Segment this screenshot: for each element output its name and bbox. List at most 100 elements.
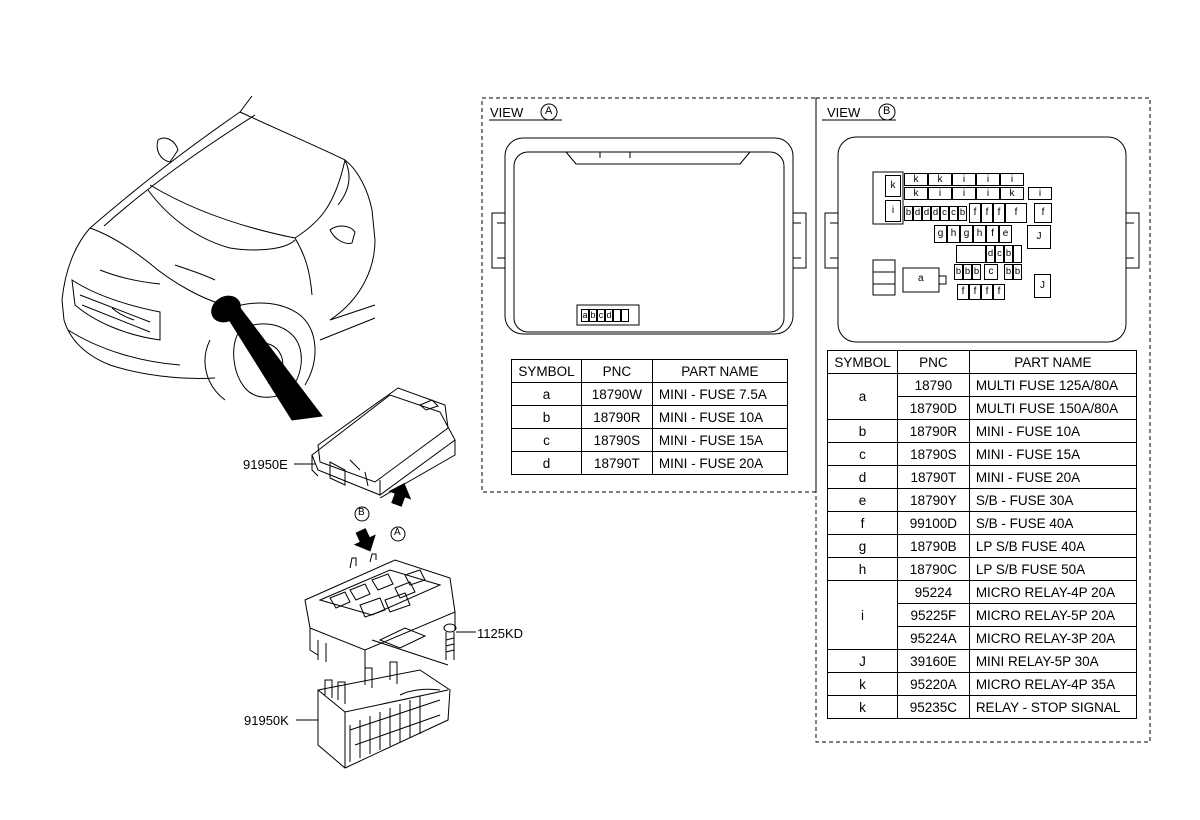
cell-pnc: 18790Y xyxy=(896,488,970,512)
table-row: g 18790B LP S/B FUSE 40A xyxy=(827,534,1138,558)
header-part-name: PART NAME xyxy=(968,350,1138,374)
table-row: b 18790R MINI - FUSE 10A xyxy=(827,419,1138,443)
fuse-slot: g xyxy=(934,225,947,243)
fuse-slot: k xyxy=(928,173,952,186)
fuse-slot: i xyxy=(952,173,976,186)
fuse-slot: b xyxy=(963,264,972,280)
cell-symbol: d xyxy=(827,465,898,489)
fuse-slot: i xyxy=(1000,173,1024,186)
table-row: f 99100D S/B - FUSE 40A xyxy=(827,511,1138,535)
cell-part-name: LP S/B FUSE 40A xyxy=(968,534,1138,558)
cell-pnc: 18790S xyxy=(580,428,653,452)
cell-pnc: 18790 xyxy=(896,373,970,397)
table-row: a 18790W MINI - FUSE 7.5A xyxy=(511,382,789,406)
fuse-slot: k xyxy=(904,173,928,186)
cell-part-name: MICRO RELAY-4P 35A xyxy=(968,672,1138,696)
view-b-parts-table: SYMBOL PNC PART NAME a 18790 MULTI FUSE … xyxy=(827,350,1138,719)
table-row: h 18790C LP S/B FUSE 50A xyxy=(827,557,1138,581)
header-pnc: PNC xyxy=(580,359,653,383)
fuse-slot: b xyxy=(1004,264,1013,280)
fuse-slot-empty xyxy=(1013,245,1022,263)
fuse-slot: h xyxy=(973,225,986,243)
fuse-slot: h xyxy=(947,225,960,243)
fuse-slot: f xyxy=(993,284,1005,300)
car-illustration xyxy=(61,95,376,421)
fuse-slot-empty xyxy=(613,309,621,322)
cell-symbol: c xyxy=(827,442,898,466)
cell-part-name: MINI - FUSE 10A xyxy=(968,419,1138,443)
fuse-slot: i xyxy=(928,187,952,200)
fuse-slot: f xyxy=(969,284,981,300)
fuse-slot: f xyxy=(969,203,981,223)
cell-symbol: k xyxy=(827,672,898,696)
table-row: b 18790R MINI - FUSE 10A xyxy=(511,405,789,429)
arrow-a-letter: A xyxy=(394,527,401,538)
view-a-parts-table: SYMBOL PNC PART NAME a 18790W MINI - FUS… xyxy=(511,359,789,475)
fuse-slot: d xyxy=(922,206,931,221)
cell-pnc: 95235C xyxy=(896,695,970,719)
header-symbol: SYMBOL xyxy=(511,359,582,383)
table-row: k 95220A MICRO RELAY-4P 35A xyxy=(827,672,1138,696)
fuse-slot: c xyxy=(940,206,949,221)
fuse-slot: i xyxy=(952,187,976,200)
cell-pnc: 18790S xyxy=(896,442,970,466)
table-row: 18790D MULTI FUSE 150A/80A xyxy=(828,396,1138,420)
cell-part-name: MINI - FUSE 15A xyxy=(651,428,789,452)
cell-symbol: c xyxy=(511,428,582,452)
cell-pnc: 95224 xyxy=(896,580,970,604)
cell-symbol: d xyxy=(511,451,582,475)
arrow-b-letter: B xyxy=(358,507,365,518)
cell-part-name: S/B - FUSE 30A xyxy=(968,488,1138,512)
cell-part-name: MINI RELAY-5P 30A xyxy=(968,649,1138,673)
relay-slot: k xyxy=(885,175,901,197)
view-b-frame xyxy=(815,97,1151,743)
relay-slot: J xyxy=(1034,274,1051,298)
fuse-slot: b xyxy=(589,309,597,322)
fuse-slot: f xyxy=(1005,203,1027,223)
fuse-slot-empty xyxy=(621,309,629,322)
table-row: d 18790T MINI - FUSE 20A xyxy=(511,451,789,475)
bolt-1125kd xyxy=(443,623,476,660)
cell-pnc: 18790R xyxy=(580,405,653,429)
fuse-slot: b xyxy=(904,206,913,221)
cell-part-name: MICRO RELAY-5P 20A xyxy=(968,603,1138,627)
fuse-slot: c xyxy=(597,309,605,322)
fuse-slot: f xyxy=(957,284,969,300)
fuse-slot: d xyxy=(605,309,613,322)
table-row: 95224A MICRO RELAY-3P 20A xyxy=(828,626,1138,650)
fuse-slot-empty xyxy=(956,245,986,263)
fuse-slot: f xyxy=(1034,203,1052,223)
header-symbol: SYMBOL xyxy=(827,350,898,374)
fuse-block-upper xyxy=(304,553,456,668)
fuse-slot: i xyxy=(1028,187,1052,200)
table-row: J 39160E MINI RELAY-5P 30A xyxy=(827,649,1138,673)
view-b-housing xyxy=(824,136,1140,343)
fuse-slot: b xyxy=(972,264,981,280)
cell-part-name: MINI - FUSE 10A xyxy=(651,405,789,429)
table-row: i 95224 MICRO RELAY-4P 20A xyxy=(827,580,1138,650)
cell-part-name: MULTI FUSE 125A/80A xyxy=(968,373,1138,397)
table-row: 95225F MICRO RELAY-5P 20A xyxy=(828,603,1138,627)
cell-symbol: h xyxy=(827,557,898,581)
cell-pnc: 95225F xyxy=(896,603,970,627)
cell-symbol: a xyxy=(827,373,898,420)
fuse-slot: f xyxy=(981,203,993,223)
table-header-row: SYMBOL PNC PART NAME xyxy=(827,350,1138,374)
fuse-slot: e xyxy=(999,225,1012,243)
fuse-slot: i xyxy=(976,187,1000,200)
fuse-slot: b xyxy=(1004,245,1013,263)
cell-symbol: g xyxy=(827,534,898,558)
cell-part-name: MICRO RELAY-4P 20A xyxy=(968,580,1138,604)
fuse-slot: d xyxy=(913,206,922,221)
cell-pnc: 18790R xyxy=(896,419,970,443)
cell-part-name: MINI - FUSE 15A xyxy=(968,442,1138,466)
cell-symbol: i xyxy=(827,580,898,650)
fuse-slot: c xyxy=(995,245,1004,263)
cell-symbol: J xyxy=(827,649,898,673)
fuse-slot: g xyxy=(960,225,973,243)
table-row: a 18790 MULTI FUSE 125A/80A xyxy=(827,373,1138,420)
table-row: k 95235C RELAY - STOP SIGNAL xyxy=(827,695,1138,719)
table-row: e 18790Y S/B - FUSE 30A xyxy=(827,488,1138,512)
fuse-slot: a xyxy=(581,309,589,322)
